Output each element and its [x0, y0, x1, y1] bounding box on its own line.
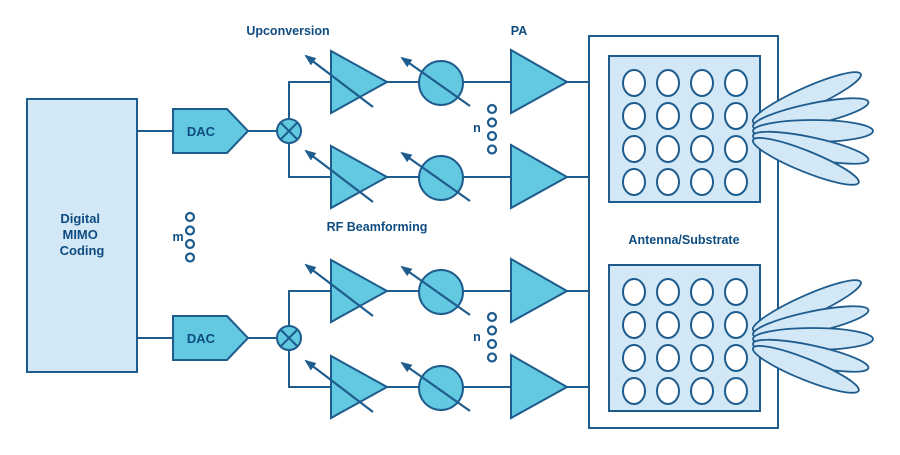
digital-mimo-coding-block	[26, 98, 138, 373]
m-channel-dots	[184, 211, 196, 263]
wire-mixer1-to-vga2	[288, 143, 331, 178]
n-label-2: n	[473, 330, 481, 344]
antenna-array-2	[608, 264, 761, 412]
pa-label: PA	[511, 24, 527, 38]
pa-amplifier-icon-2	[510, 144, 568, 209]
wire-mixer2-to-vga4	[288, 350, 331, 388]
n-channel-dots-2	[486, 311, 498, 363]
rf-beamforming-label: RF Beamforming	[327, 220, 428, 234]
antenna-array-1	[608, 55, 761, 203]
upconversion-label: Upconversion	[246, 24, 329, 38]
mixer-icon-2	[276, 325, 302, 351]
wire-mixer2-to-vga3	[288, 290, 331, 326]
n-label-1: n	[473, 121, 481, 135]
antenna-substrate-label: Antenna/Substrate	[628, 233, 739, 247]
m-label: m	[172, 230, 183, 244]
n-channel-dots-1	[486, 103, 498, 155]
mixer-icon-1	[276, 118, 302, 144]
dac-label-2: DAC	[187, 331, 216, 346]
pa-amplifier-icon-1	[510, 49, 568, 114]
dac-label-1: DAC	[187, 124, 216, 139]
wire-mixer1-to-vga1	[288, 81, 331, 119]
digital-mimo-coding-label: Digital MIMO Coding	[60, 211, 105, 258]
pa-amplifier-icon-3	[510, 258, 568, 323]
pa-amplifier-icon-4	[510, 354, 568, 419]
